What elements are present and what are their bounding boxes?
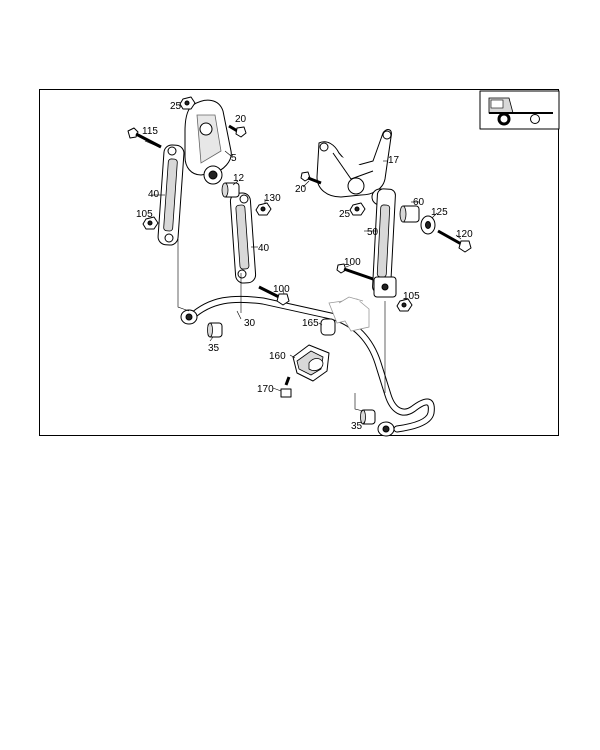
exploded-parts-diagram: 25 20 115 5 12 40 130 105 40 20 17 25 60… bbox=[127, 90, 560, 437]
callout-105-right: 105 bbox=[403, 291, 420, 302]
callout-105-left: 105 bbox=[136, 209, 153, 220]
callout-35-left: 35 bbox=[208, 343, 220, 354]
truck-chassis-icon bbox=[479, 90, 560, 130]
bolt-100-middle bbox=[258, 285, 290, 306]
callout-25-right: 25 bbox=[339, 209, 351, 220]
callout-40-left: 40 bbox=[148, 189, 160, 200]
bushing-12 bbox=[221, 182, 240, 198]
callout-5: 5 bbox=[231, 153, 237, 164]
callout-35-right: 35 bbox=[351, 421, 363, 432]
nut-25-left bbox=[179, 96, 196, 110]
diagram-frame: 25 20 115 5 12 40 130 105 40 20 17 25 60… bbox=[39, 89, 560, 437]
callout-130: 130 bbox=[264, 193, 281, 204]
callout-170: 170 bbox=[257, 384, 274, 395]
callout-165: 165 bbox=[302, 318, 319, 329]
callout-100-right: 100 bbox=[344, 257, 361, 268]
callout-160: 160 bbox=[269, 351, 286, 362]
bar-end-right bbox=[377, 421, 395, 437]
link-50 bbox=[372, 188, 397, 298]
nut-130 bbox=[255, 202, 272, 216]
bolt-120 bbox=[437, 229, 472, 253]
clamp-165 bbox=[320, 296, 370, 336]
callout-40-middle: 40 bbox=[258, 243, 270, 254]
callout-30: 30 bbox=[244, 318, 256, 329]
callout-100-middle: 100 bbox=[273, 284, 290, 295]
callout-125: 125 bbox=[431, 207, 448, 218]
callout-17: 17 bbox=[388, 155, 400, 166]
bar-end-left bbox=[180, 309, 198, 325]
link-40-middle bbox=[229, 192, 257, 284]
screw-170 bbox=[280, 376, 292, 398]
link-40-left bbox=[157, 144, 185, 246]
nut-105-right bbox=[396, 298, 413, 312]
bolt-115 bbox=[127, 127, 162, 149]
leader-lines bbox=[144, 140, 462, 425]
washer-125 bbox=[420, 215, 436, 235]
bushing-60 bbox=[399, 205, 420, 223]
callout-50: 50 bbox=[367, 227, 379, 238]
callout-60: 60 bbox=[413, 197, 425, 208]
bearing-160 bbox=[292, 344, 330, 382]
nut-25-right bbox=[349, 202, 366, 216]
callout-115: 115 bbox=[142, 126, 158, 137]
callout-12: 12 bbox=[233, 173, 245, 184]
callout-120: 120 bbox=[456, 229, 473, 240]
bolt-100-right bbox=[336, 263, 374, 281]
bushing-35-right bbox=[360, 409, 376, 425]
callout-20-right: 20 bbox=[295, 184, 307, 195]
bushing-35-left bbox=[207, 322, 223, 338]
bolt-20-left bbox=[228, 124, 247, 138]
nut-105-left bbox=[142, 216, 159, 230]
bolt-20-right bbox=[300, 171, 322, 185]
callout-25-top: 25 bbox=[170, 101, 182, 112]
callout-20-top: 20 bbox=[235, 114, 247, 125]
bracket-5 bbox=[184, 99, 232, 185]
